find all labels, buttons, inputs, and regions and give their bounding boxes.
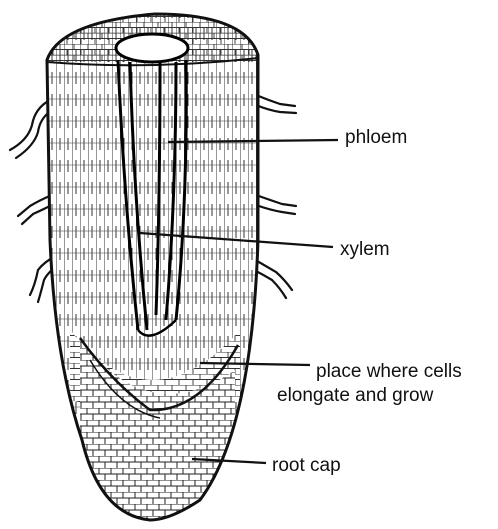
phloem-label: phloem [345, 127, 407, 149]
elongation-zone-label-line1: place where cells [316, 361, 462, 383]
elongation-zone-label-line2: elongate and grow [277, 385, 433, 407]
xylem-label: xylem [340, 239, 390, 261]
root-cap-label: root cap [272, 455, 341, 477]
